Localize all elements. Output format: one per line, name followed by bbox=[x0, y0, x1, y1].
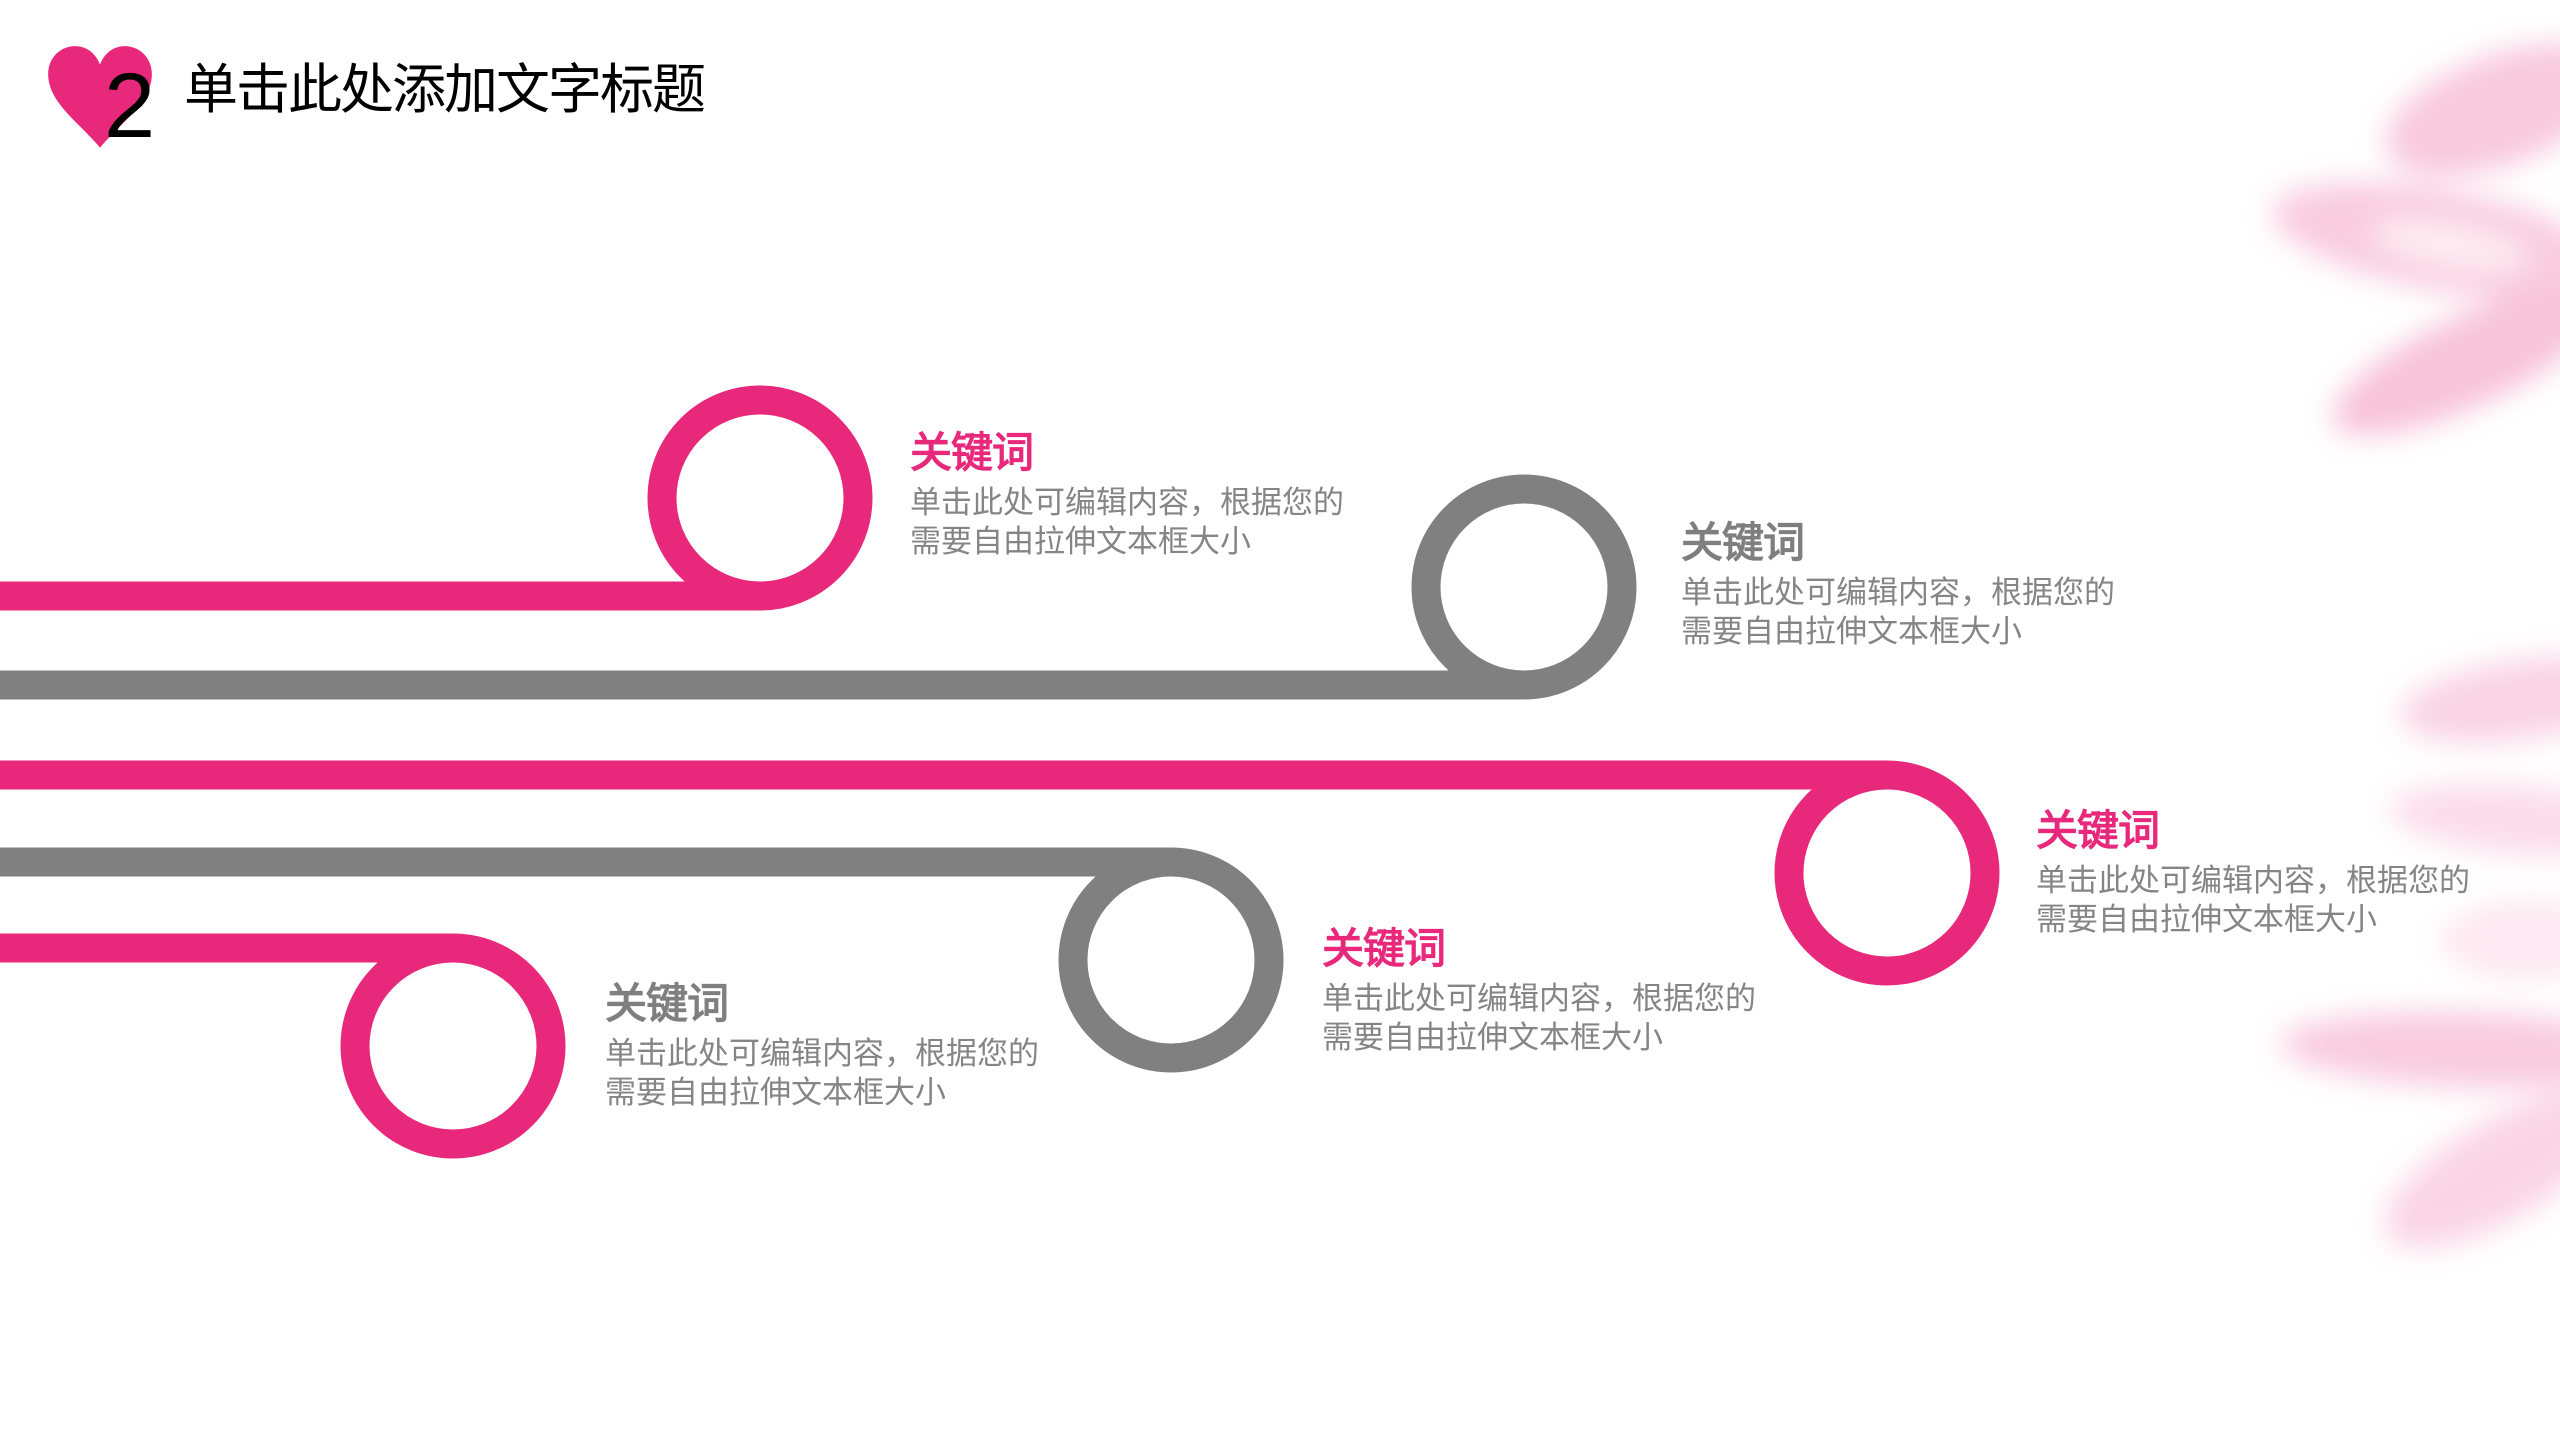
loop-line-2 bbox=[0, 474, 1637, 700]
keyword-description: 单击此处可编辑内容，根据您的需要自由拉伸文本框大小 bbox=[1681, 575, 2115, 650]
keyword-description: 单击此处可编辑内容，根据您的需要自由拉伸文本框大小 bbox=[1322, 981, 1756, 1056]
keyword-heading: 关键词 bbox=[1322, 924, 1446, 973]
keyword-item-2[interactable]: 关键词 单击此处可编辑内容，根据您的需要自由拉伸文本框大小 bbox=[1681, 518, 2141, 652]
keyword-item-5[interactable]: 关键词 单击此处可编辑内容，根据您的需要自由拉伸文本框大小 bbox=[605, 979, 1065, 1113]
loop-line-3 bbox=[0, 760, 2000, 986]
keyword-heading: 关键词 bbox=[605, 979, 729, 1028]
keyword-item-1[interactable]: 关键词 单击此处可编辑内容，根据您的需要自由拉伸文本框大小 bbox=[910, 428, 1370, 562]
keyword-heading: 关键词 bbox=[2036, 806, 2160, 855]
flower-decoration-icon bbox=[2272, 44, 2560, 1249]
keyword-heading: 关键词 bbox=[910, 428, 1034, 477]
loop-line-1 bbox=[0, 385, 873, 611]
keyword-item-4[interactable]: 关键词 单击此处可编辑内容，根据您的需要自由拉伸文本框大小 bbox=[1322, 924, 1782, 1058]
loop-line-5 bbox=[0, 933, 566, 1159]
keyword-description: 单击此处可编辑内容，根据您的需要自由拉伸文本框大小 bbox=[910, 485, 1344, 560]
keyword-heading: 关键词 bbox=[1681, 518, 1805, 567]
heart-icon bbox=[48, 46, 152, 148]
page-title[interactable]: 单击此处添加文字标题 bbox=[184, 58, 706, 121]
keyword-description: 单击此处可编辑内容，根据您的需要自由拉伸文本框大小 bbox=[605, 1036, 1039, 1111]
loop-line-4 bbox=[0, 847, 1284, 1073]
section-number: 2 bbox=[104, 55, 156, 157]
keyword-item-3[interactable]: 关键词 单击此处可编辑内容，根据您的需要自由拉伸文本框大小 bbox=[2036, 806, 2496, 940]
keyword-description: 单击此处可编辑内容，根据您的需要自由拉伸文本框大小 bbox=[2036, 863, 2470, 938]
